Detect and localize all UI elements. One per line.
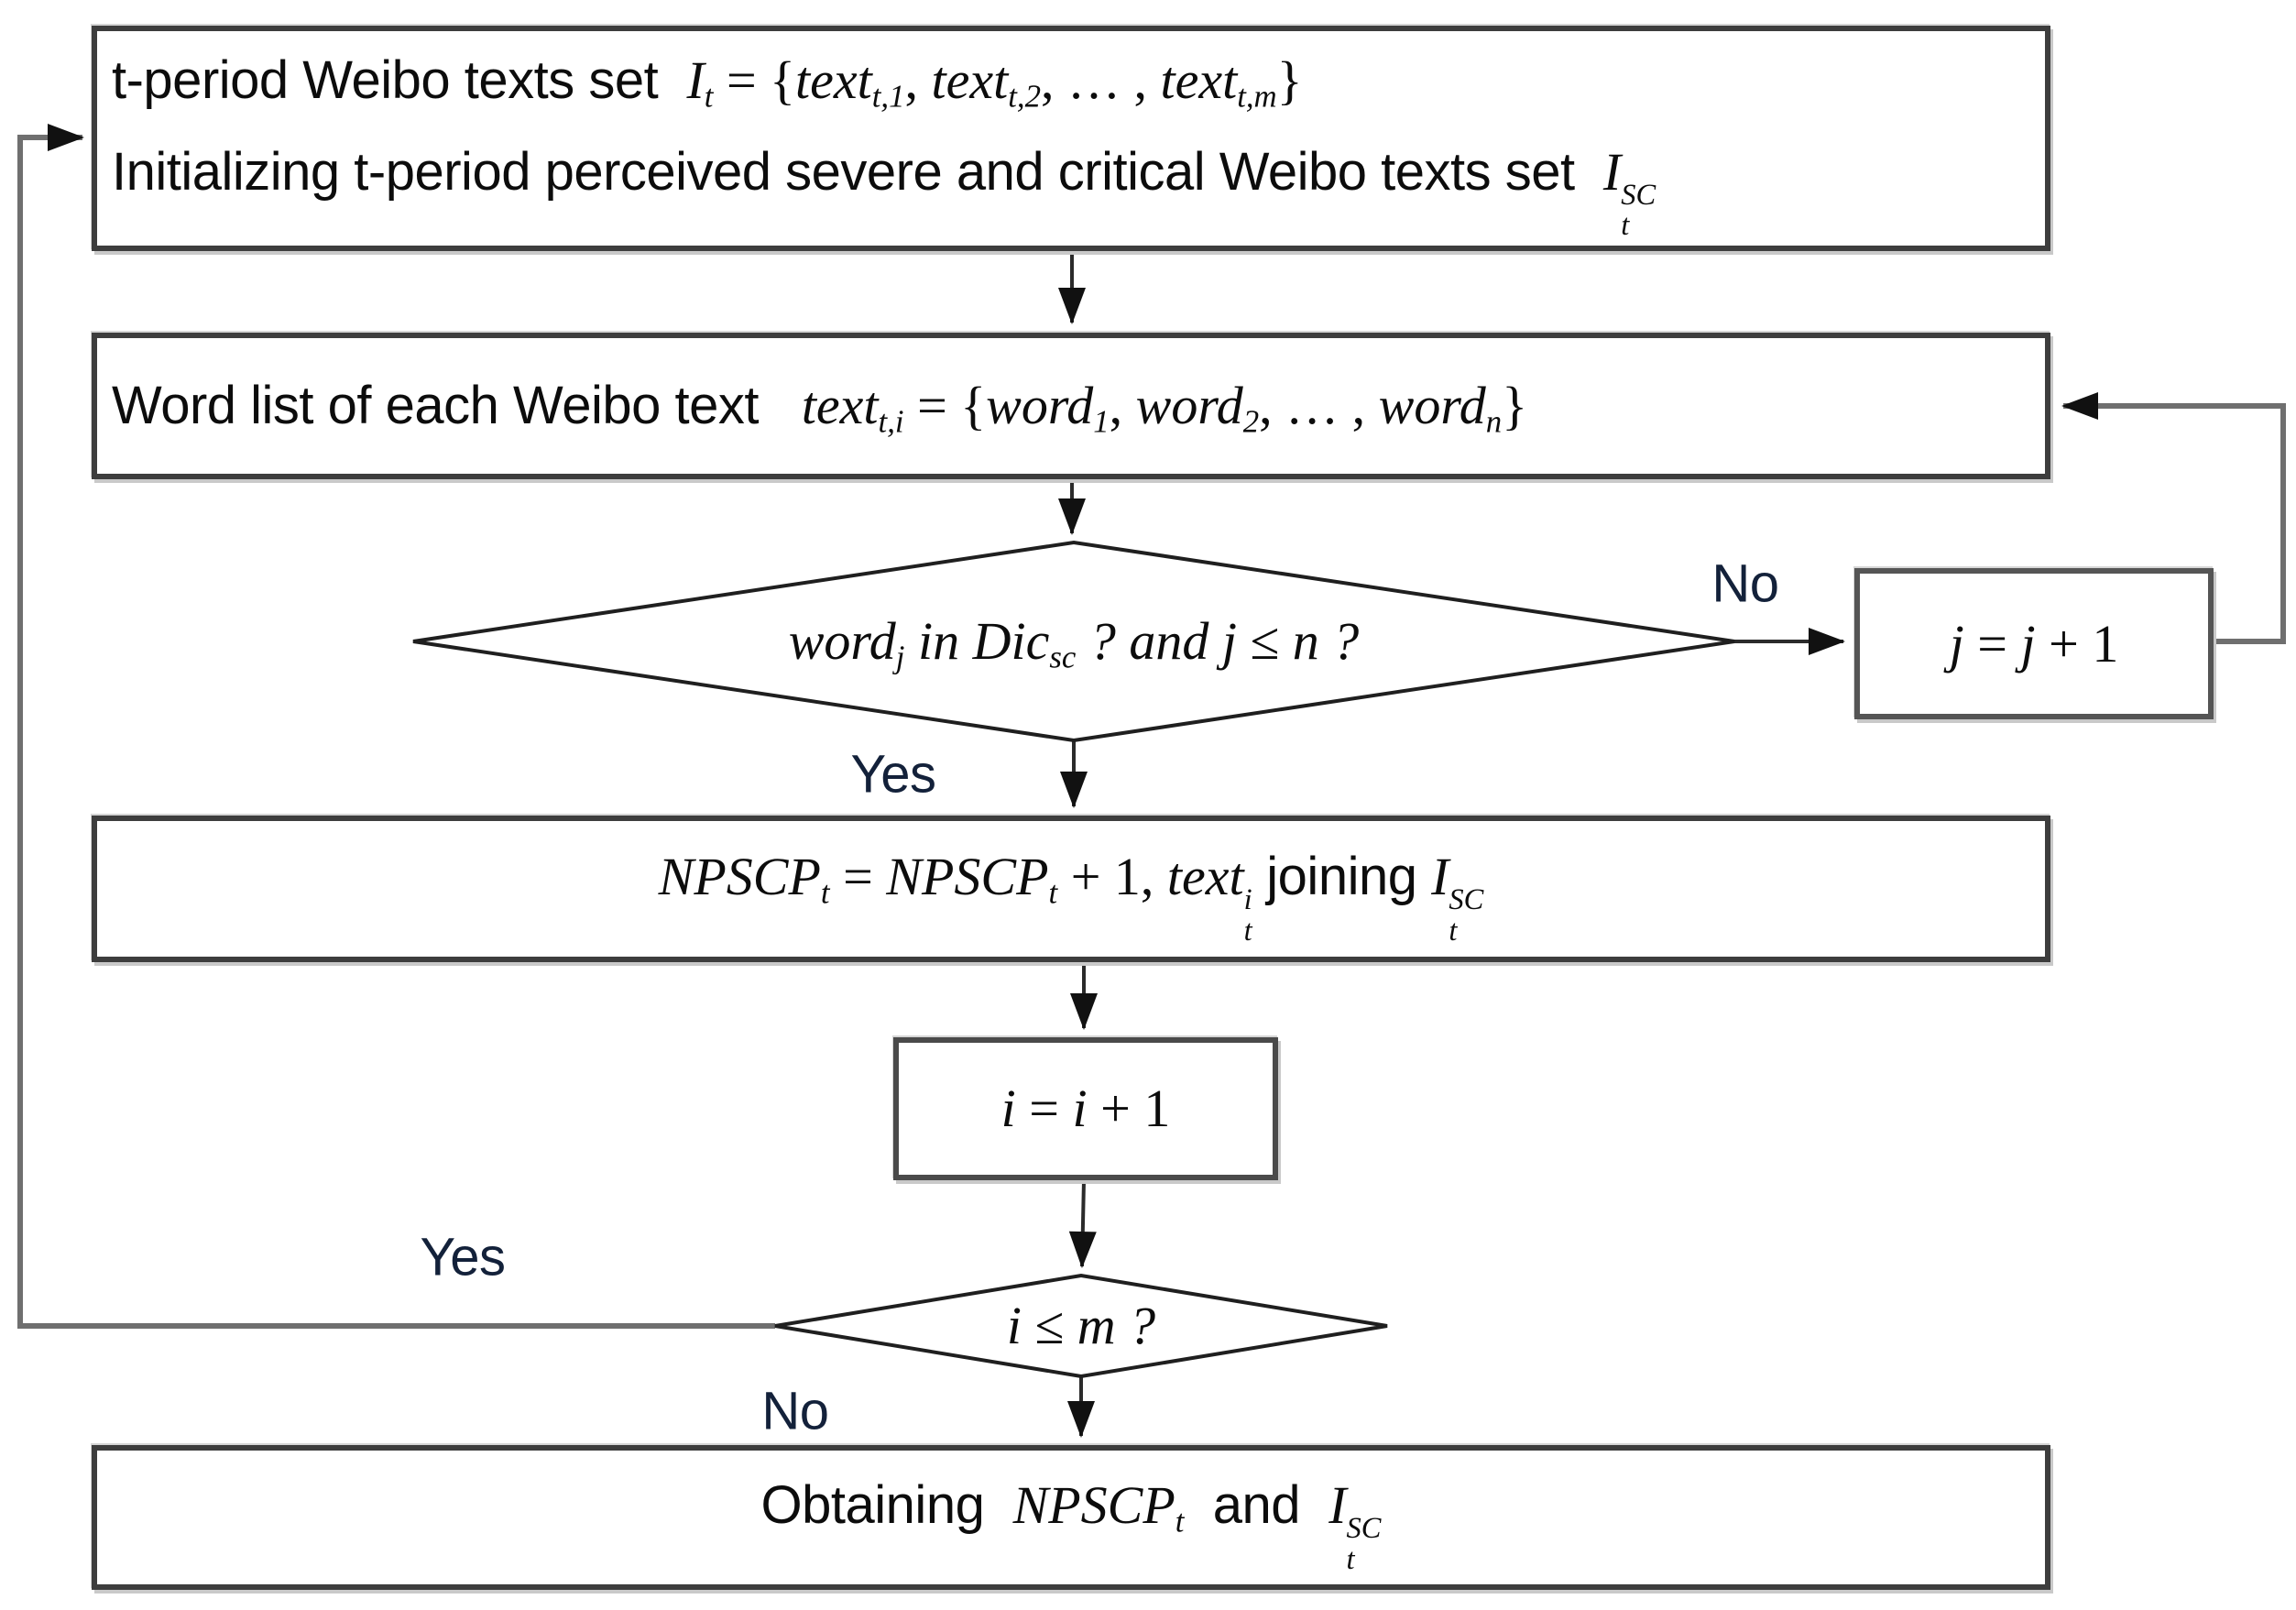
init-line-2: Initializing t-period perceived severe a… — [112, 142, 1656, 243]
process-box-increment-i: i = i + 1 — [893, 1037, 1278, 1180]
decision-m-text: i ≤ m ? — [1006, 1296, 1156, 1356]
wordlist-line: Word list of each Weibo text textt,i = {… — [112, 376, 1528, 440]
loop-decision-m-yes-to-init — [17, 124, 775, 1329]
decision-i-leq-m-shape — [774, 1273, 1388, 1379]
process-box-wordlist: Word list of each Weibo text textt,i = {… — [92, 333, 2050, 479]
decision-word-in-dict-shape — [412, 540, 1735, 743]
process-box-init: t-period Weibo texts set It = {textt,1, … — [92, 26, 2050, 251]
decision-i-leq-m-label: i ≤ m ? — [852, 1276, 1310, 1376]
increment-j-text: j = j + 1 — [1949, 613, 2119, 674]
decision-word-in-dict-label: wordj in Dicsc ? and j ≤ n ? — [616, 559, 1532, 724]
process-box-increment-j: j = j + 1 — [1854, 568, 2214, 719]
increment-i-text: i = i + 1 — [1000, 1079, 1171, 1139]
label-no-word-dict: No — [1711, 553, 1779, 614]
connector-increment-i-to-decision-m — [1068, 1179, 1097, 1268]
decision-word-text: wordj in Dicsc ? and j ≤ n ? — [788, 611, 1360, 675]
init-line-1: t-period Weibo texts set It = {textt,1, … — [112, 50, 1303, 115]
label-yes-i-leq-m: Yes — [420, 1227, 506, 1287]
loop-increment-j-to-wordlist — [2061, 392, 2286, 644]
label-no-i-leq-m: No — [761, 1381, 829, 1441]
label-yes-word-dict: Yes — [850, 744, 936, 805]
